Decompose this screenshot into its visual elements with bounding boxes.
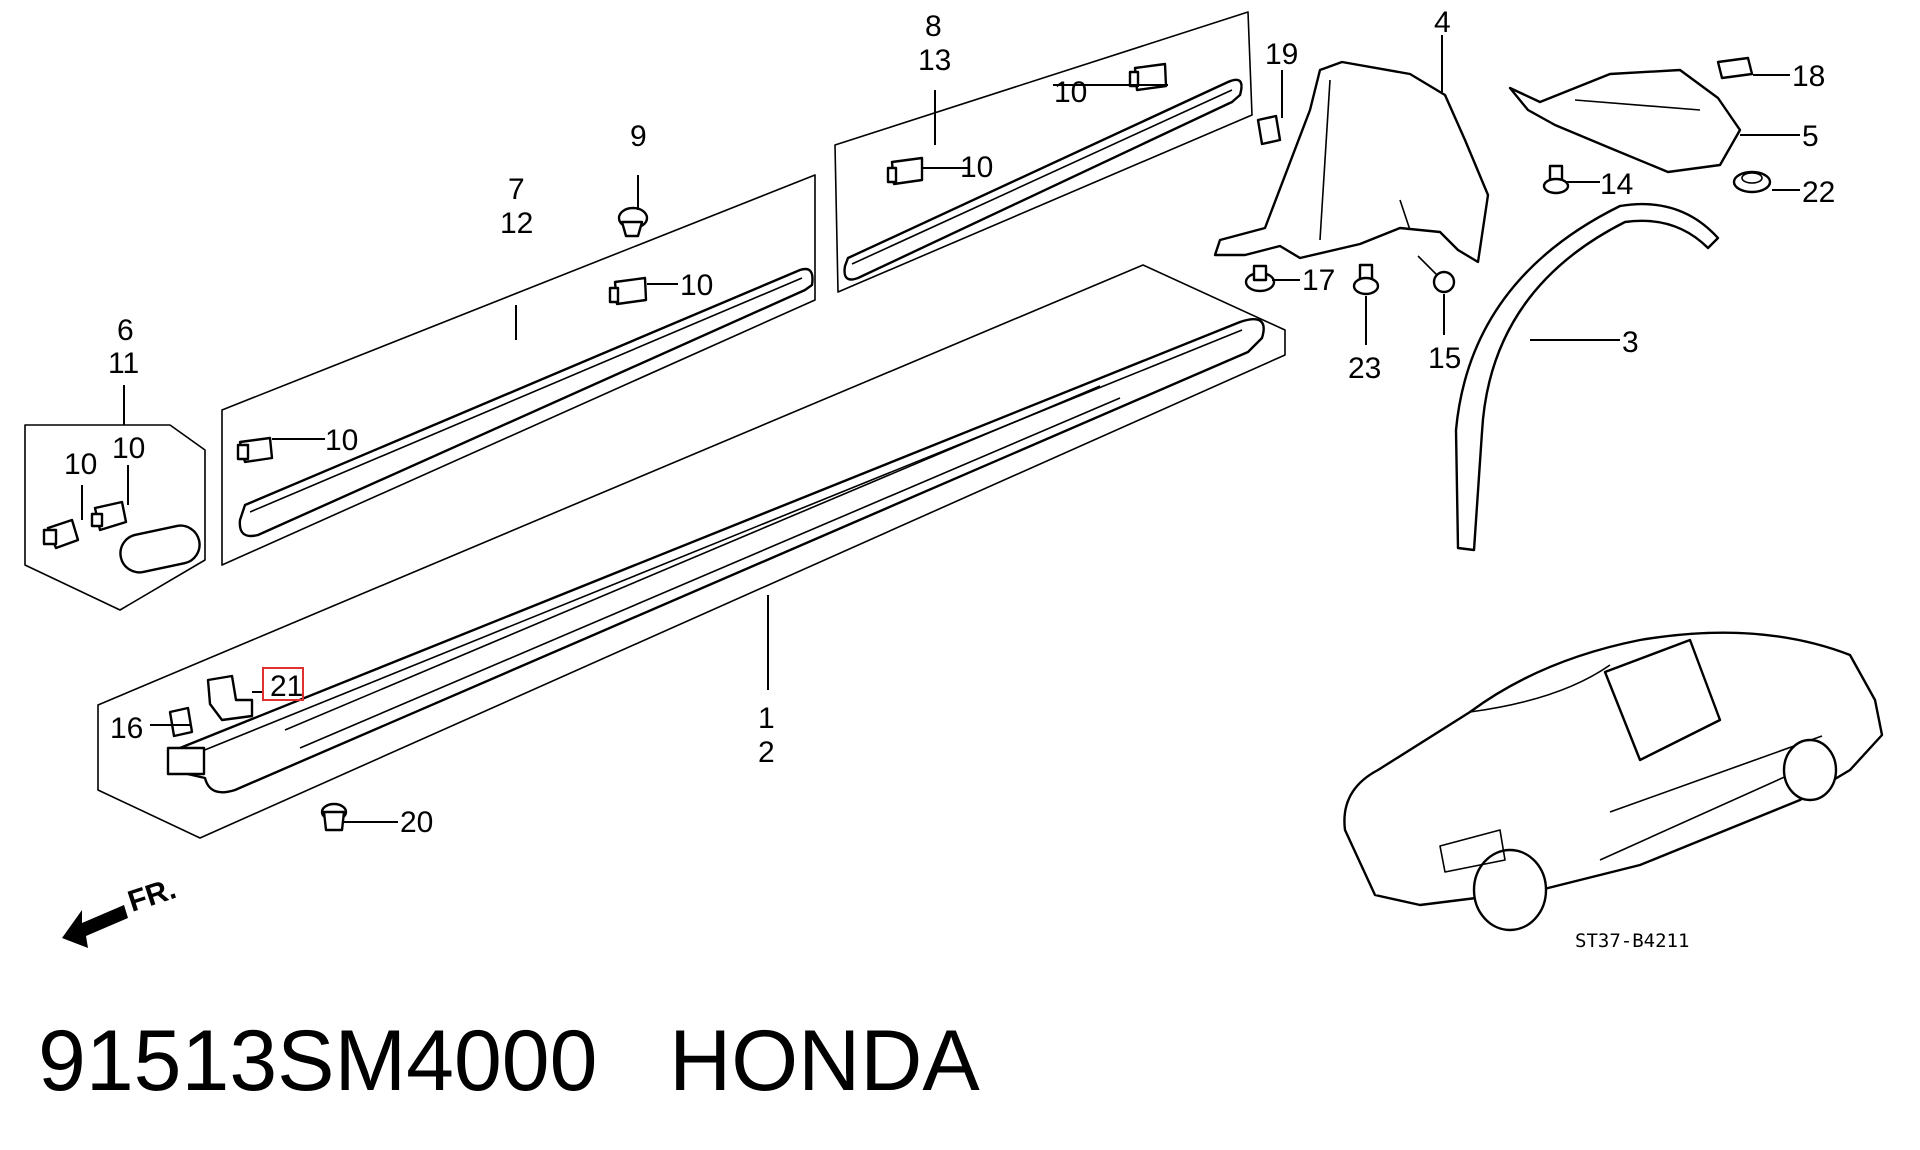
callout-16: 16 [110,712,143,745]
callout-18: 18 [1792,60,1825,93]
callout-10: 10 [960,151,993,184]
callout-8: 8 [925,10,942,43]
callout-2: 2 [758,736,775,769]
clip-10-icon [42,518,80,550]
callout-10: 10 [325,424,358,457]
callout-15: 15 [1428,342,1461,375]
bracket-5 [1508,68,1742,174]
callout-17: 17 [1302,264,1335,297]
screw-20-icon [320,802,348,832]
callout-3: 3 [1622,326,1639,359]
callout-10: 10 [1054,76,1087,109]
screw-15-icon [1417,255,1456,294]
callout-22: 22 [1802,176,1835,209]
clip-21-icon [206,674,254,722]
brand-name: HONDA [669,1013,980,1109]
callout-1: 1 [758,702,775,735]
callout-21-highlight-box[interactable] [262,667,304,701]
callout-23: 23 [1348,352,1381,385]
callout-12: 12 [500,207,533,240]
clip-10-icon [90,500,128,532]
callout-13: 13 [918,44,951,77]
callout-20: 20 [400,806,433,839]
clip-18-icon [1716,56,1754,80]
bolt-23-icon [1352,263,1380,296]
callout-19: 19 [1265,38,1298,71]
car-illustration [1343,631,1884,932]
mudguard-4 [1213,60,1490,264]
group-box-1-2 [97,264,1286,839]
callout-5: 5 [1802,120,1819,153]
callout-10: 10 [112,432,145,465]
fastener-9-icon [617,206,649,238]
callout-7: 7 [508,173,525,206]
arch-moulding-3 [1454,202,1720,552]
group-box-7-12 [221,174,816,566]
clip-10-icon [886,156,924,186]
clip-16-icon [168,706,194,738]
callout-6: 6 [117,314,134,347]
callout-9: 9 [630,120,647,153]
callout-21[interactable]: 21 [270,670,303,703]
small-moulding-part [119,524,201,574]
callout-11: 11 [108,347,139,380]
callout-10: 10 [64,448,97,481]
callout-10: 10 [680,269,713,302]
sill-end-bracket [166,746,206,776]
clip-10-icon [608,276,648,306]
door-moulding-8-13 [843,78,1243,281]
clip-19-icon [1256,114,1282,146]
part-number: 91513SM4000 [38,1013,598,1109]
bolt-14-icon [1542,164,1570,195]
side-sill-garnish-1-2 [168,318,1265,794]
clip-10-icon [1128,62,1168,92]
group-box-6-11 [24,424,206,611]
door-moulding-7-12 [238,267,814,538]
callout-14: 14 [1600,168,1633,201]
group-box-8-13 [834,11,1253,293]
grommet-22-icon [1732,170,1772,194]
callout-4: 4 [1434,6,1451,39]
clip-10-icon [236,436,274,464]
front-direction-arrow-icon [62,905,128,948]
drawing-code: ST37-B4211 [1575,930,1689,952]
footer-caption: 91513SM4000 HONDA [38,1018,980,1104]
direction-label: FR. [124,872,180,918]
bolt-17-icon [1244,264,1276,293]
